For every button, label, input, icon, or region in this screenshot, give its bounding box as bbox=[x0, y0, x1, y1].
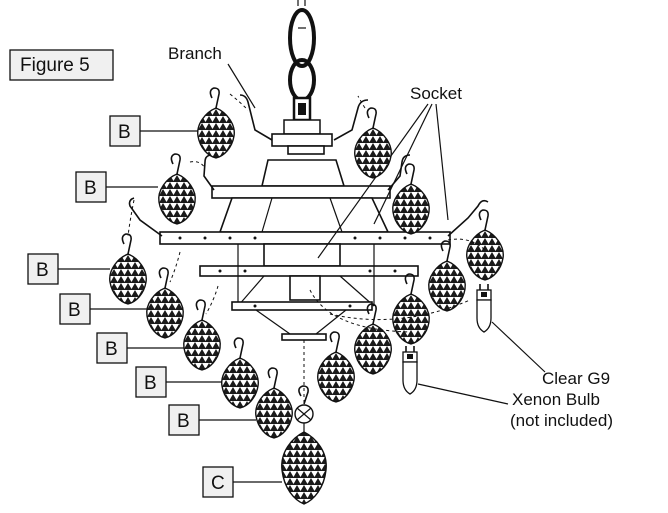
bulb-label: Clear G9 Xenon Bulb (not included) bbox=[417, 321, 613, 430]
callout-b: B bbox=[59, 293, 147, 325]
callout-letter: B bbox=[84, 178, 97, 199]
g9-bulb bbox=[402, 346, 418, 395]
callout-b: B bbox=[27, 253, 110, 285]
callout-letter: B bbox=[177, 411, 190, 432]
crystal-drops bbox=[109, 87, 504, 505]
callout-letter: B bbox=[68, 300, 81, 321]
chandelier-body bbox=[159, 133, 451, 436]
callout-b: B bbox=[135, 366, 222, 398]
callout-letter: B bbox=[118, 122, 131, 143]
callout-b: B bbox=[168, 404, 256, 436]
callout-letter: B bbox=[105, 339, 118, 360]
part-callouts: B B B B B B B C bbox=[27, 115, 282, 498]
callout-letter: B bbox=[144, 373, 157, 394]
branch-label: Branch bbox=[168, 44, 256, 109]
crystal-drop bbox=[392, 163, 430, 235]
crystal-finial bbox=[281, 385, 327, 505]
crystal-drop bbox=[392, 273, 430, 345]
bulb-label-line2: Xenon Bulb bbox=[512, 390, 600, 409]
callout-letter: C bbox=[211, 473, 225, 494]
crystal-drop bbox=[354, 303, 392, 375]
crystal-drop bbox=[428, 240, 466, 312]
crystal-drop bbox=[466, 209, 504, 281]
crystal-drop bbox=[146, 267, 184, 339]
socket-label-text: Socket bbox=[410, 84, 462, 103]
callout-letter: B bbox=[36, 260, 49, 281]
branch-label-text: Branch bbox=[168, 44, 222, 63]
figure-label: Figure 5 bbox=[9, 49, 114, 81]
callout-b: B bbox=[75, 171, 158, 203]
crystal-drop bbox=[317, 331, 355, 403]
branch-arms bbox=[128, 94, 489, 237]
crystal-drop bbox=[354, 107, 392, 179]
socket-label: Socket bbox=[317, 84, 462, 259]
callout-c: C bbox=[202, 466, 282, 498]
callout-b: B bbox=[109, 115, 198, 147]
crystal-drop bbox=[109, 233, 147, 305]
crystal-drop bbox=[183, 299, 221, 371]
bulb-label-line1: Clear G9 bbox=[542, 369, 610, 388]
g9-bulb bbox=[476, 284, 492, 333]
crystal-drop bbox=[158, 153, 196, 225]
dashed-wires bbox=[127, 93, 486, 333]
crystal-drop bbox=[197, 87, 235, 159]
crystal-drop bbox=[221, 337, 259, 409]
hanging-chain bbox=[283, 0, 321, 135]
bulb-label-line3: (not included) bbox=[510, 411, 613, 430]
figure-label-text: Figure 5 bbox=[20, 55, 90, 76]
crystal-drop bbox=[255, 367, 293, 439]
callout-b: B bbox=[96, 332, 184, 364]
